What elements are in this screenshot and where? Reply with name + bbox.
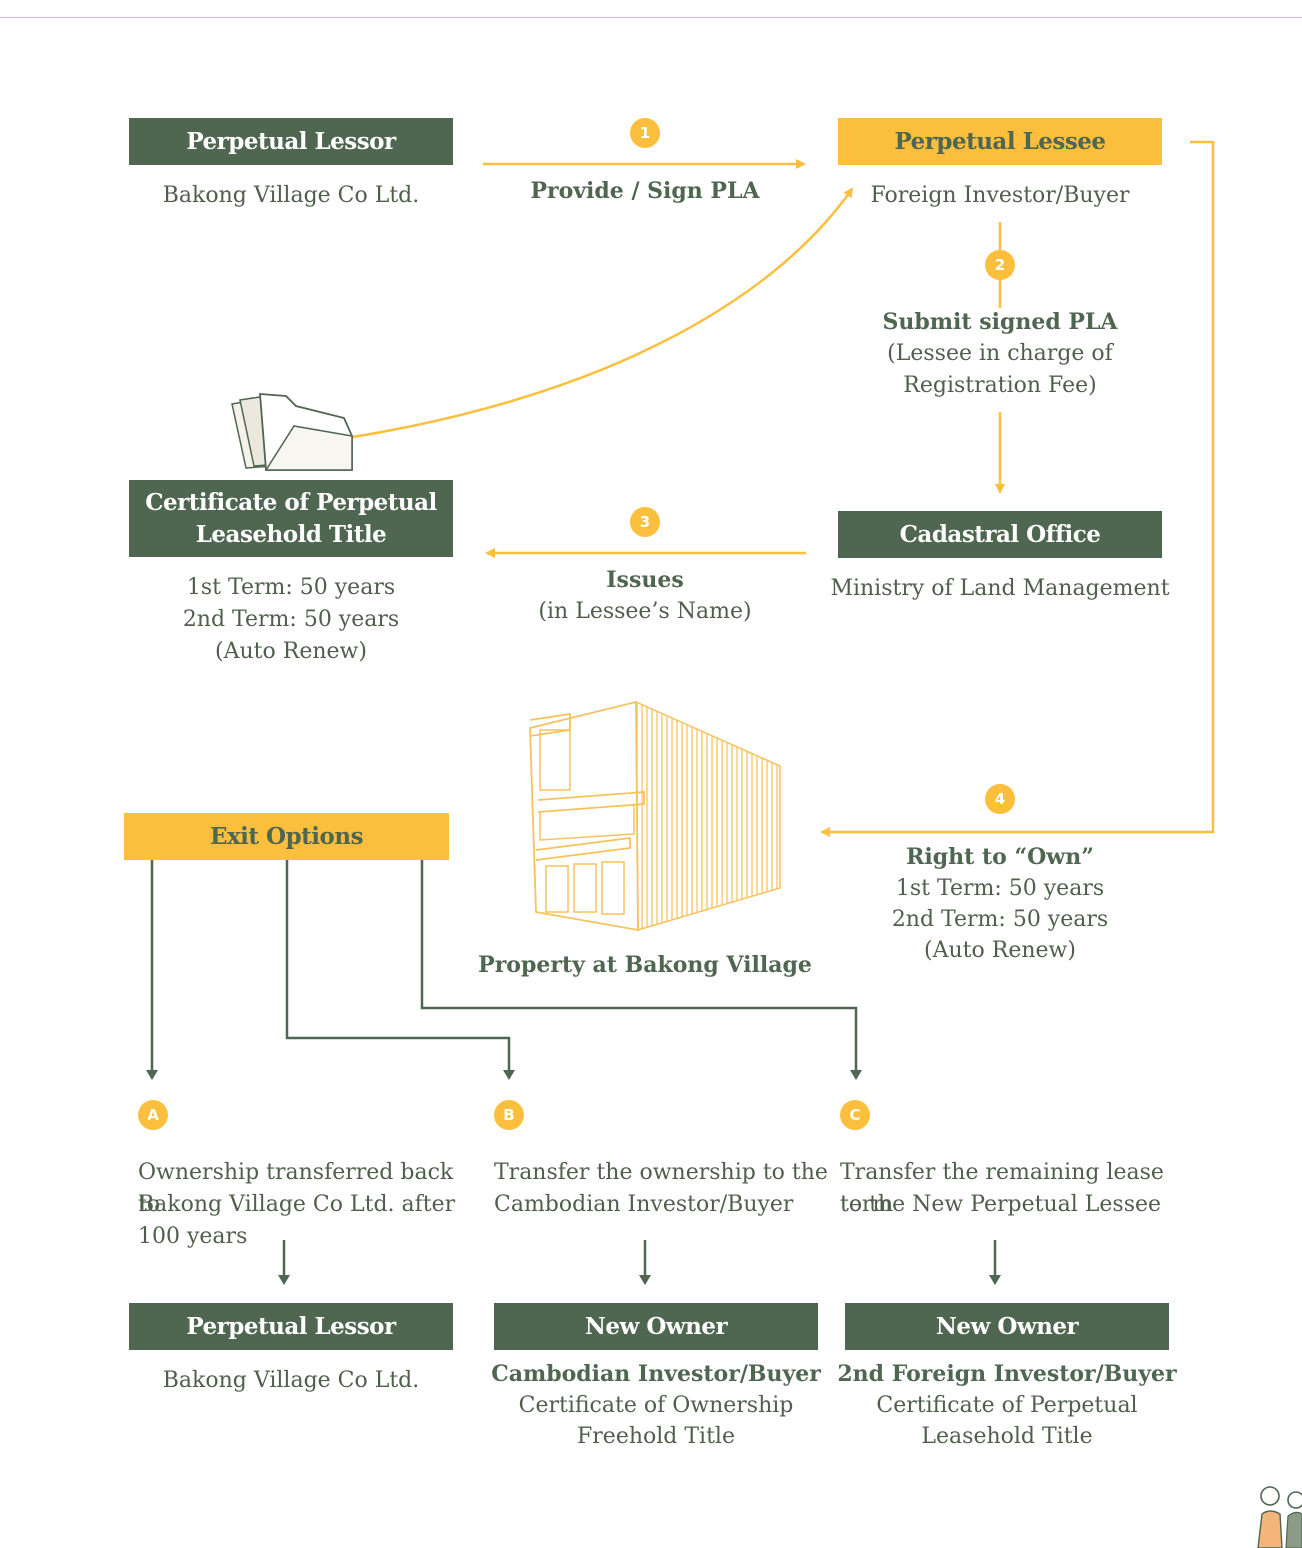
option-a-line-2: Bakong Village Co Ltd. after (138, 1192, 456, 1217)
certificate-box: Certificate of Perpetual Leasehold Title (129, 480, 453, 557)
step-4-line-3: (Auto Renew) (924, 938, 1076, 963)
option-c-line-1: Transfer the remaining lease term (840, 1160, 1164, 1217)
step-2-label: Submit signed PLA (882, 309, 1118, 335)
step-2-line-1: (Lessee in charge of (887, 341, 1113, 366)
property-caption: Property at Bakong Village (478, 952, 812, 978)
option-b-line-1: Transfer the ownership to the (494, 1160, 828, 1185)
new-owner-b-box: New Owner (494, 1303, 818, 1350)
people-logo-icon (1257, 1486, 1302, 1548)
perpetual-lessor-bottom-box: Perpetual Lessor (129, 1303, 453, 1350)
certificate-line-2: 2nd Term: 50 years (182, 607, 400, 632)
cadastral-office-box: Cadastral Office (838, 511, 1162, 558)
option-a-line-3: 100 years (138, 1224, 248, 1249)
building-icon (529, 700, 781, 932)
step-4-label: Right to “Own” (906, 844, 1094, 870)
option-a-line-1: Ownership transferred back to (138, 1160, 454, 1217)
new-owner-b-line-1: Certificate of Ownership (518, 1393, 794, 1418)
new-owner-b-bold: Cambodian Investor/Buyer (491, 1361, 821, 1387)
step-1-badge: 1 (630, 118, 660, 148)
cadastral-office-sub: Ministry of Land Management (830, 576, 1170, 601)
option-c-badge: C (840, 1100, 870, 1130)
new-owner-c-line-1: Certificate of Perpetual (876, 1393, 1138, 1418)
step-4-badge: 4 (985, 784, 1015, 814)
step-3-line-1: (in Lessee’s Name) (538, 599, 752, 624)
arrow-step-4 (820, 140, 1215, 837)
option-b-line-2: Cambodian Investor/Buyer (494, 1192, 794, 1217)
certificate-title-line-2: Leasehold Title (195, 520, 387, 548)
step-3-label: Issues (606, 567, 684, 593)
step-3-badge: 3 (630, 507, 660, 537)
step-2-line-2: Registration Fee) (903, 373, 1097, 398)
new-owner-b-line-2: Freehold Title (577, 1424, 735, 1449)
folder-icon (231, 393, 353, 471)
perpetual-lessee-sub: Foreign Investor/Buyer (870, 183, 1130, 208)
step-1-label: Provide / Sign PLA (530, 178, 760, 204)
certificate-title-line-1: Certificate of Perpetual (145, 488, 437, 516)
perpetual-lessor-top-box: Perpetual Lessor (129, 118, 453, 165)
perpetual-lessee-box: Perpetual Lessee (838, 118, 1162, 165)
perpetual-lessor-top-sub: Bakong Village Co Ltd. (162, 183, 420, 208)
exit-options-box: Exit Options (124, 813, 449, 860)
arrow-exit-b (285, 860, 515, 1080)
option-b-badge: B (494, 1100, 524, 1130)
perpetual-lessor-bottom-sub: Bakong Village Co Ltd. (162, 1368, 420, 1393)
arrow-exit-c (420, 860, 862, 1080)
new-owner-c-box: New Owner (845, 1303, 1169, 1350)
arrow-certificate-to-lessee (311, 187, 854, 445)
certificate-line-3: (Auto Renew) (215, 639, 367, 664)
top-rule (0, 17, 1302, 18)
step-2-badge: 2 (985, 250, 1015, 280)
new-owner-c-line-2: Leasehold Title (921, 1424, 1093, 1449)
certificate-line-1: 1st Term: 50 years (186, 575, 396, 600)
new-owner-c-bold: 2nd Foreign Investor/Buyer (837, 1361, 1177, 1387)
step-4-line-1: 1st Term: 50 years (895, 876, 1105, 901)
option-c-line-2: to the New Perpetual Lessee (840, 1192, 1162, 1217)
option-a-badge: A (138, 1100, 168, 1130)
step-4-line-2: 2nd Term: 50 years (891, 907, 1109, 932)
